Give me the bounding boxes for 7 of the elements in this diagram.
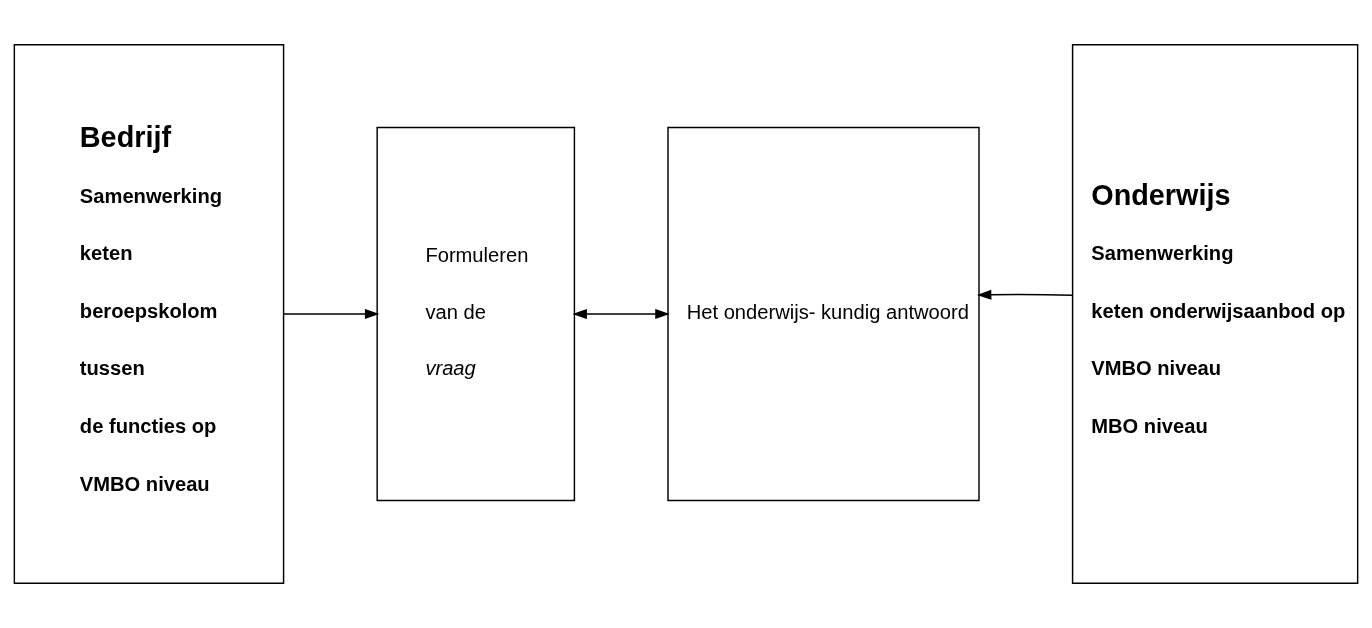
node-box: Bedrijf Samenwerking keten beroepskolom tussen de functies op VMBO niveau [13,44,285,584]
node-box: Formuleren van de vraag [376,126,576,502]
node-box: Onderwijs Samenwerking keten onderwijsaanbod op VMBO niveau MBO niveau [1071,44,1359,584]
node-box: Het onderwijs- kundig antwoord [667,126,980,502]
arrow [572,308,670,320]
arrow [976,289,1073,300]
arrow [283,308,380,320]
